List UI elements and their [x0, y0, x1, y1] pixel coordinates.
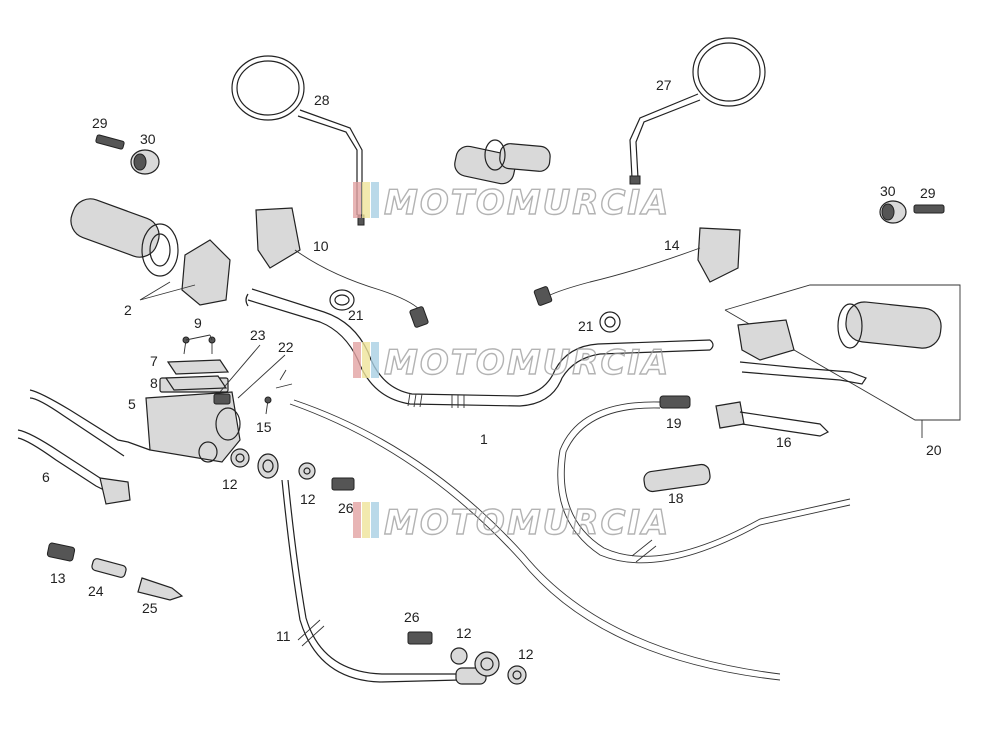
washer-12c	[450, 647, 468, 665]
screws-9	[182, 336, 216, 355]
watermark-stripe	[362, 502, 370, 538]
label-14: 14	[664, 237, 680, 253]
washer-12a	[230, 448, 250, 468]
mirror-left	[231, 55, 365, 226]
switch-10	[255, 207, 429, 328]
watermark-bottom: MOTOMURCIA	[353, 502, 670, 544]
label-12-c: 12	[456, 625, 472, 641]
label-10: 10	[313, 238, 329, 254]
label-28: 28	[314, 92, 330, 108]
label-8: 8	[150, 375, 158, 391]
bolt-29-right	[913, 204, 945, 214]
left-grip-assembly-2	[70, 198, 231, 306]
watermark-top: MOTOMURCIA	[353, 182, 670, 224]
washer-12b	[298, 462, 316, 480]
mirror-right	[629, 37, 766, 185]
label-23: 23	[250, 327, 266, 343]
part-25	[137, 577, 184, 601]
watermark-mid: MOTOMURCIA	[353, 342, 670, 384]
label-30-left: 30	[140, 131, 156, 147]
label-13: 13	[50, 570, 66, 586]
watermark-text: MOTOMURCIA	[384, 343, 670, 383]
adjuster-18	[643, 463, 711, 493]
label-11: 11	[276, 628, 291, 644]
label-15: 15	[256, 419, 272, 435]
bar-end-weight-30-right	[879, 200, 907, 224]
watermark-stripe	[353, 182, 361, 218]
cover-7	[166, 359, 230, 375]
label-18: 18	[668, 490, 684, 506]
part-labels: 28 27 29 30 30 29 10 14 2 21 21 9 23 22 …	[42, 77, 942, 662]
leader-lines	[185, 334, 923, 438]
brake-lever-6	[17, 389, 151, 505]
bolt-26b	[407, 631, 433, 645]
bolt-26a	[331, 477, 355, 491]
washer-12d	[507, 665, 527, 685]
clutch-cable-19	[557, 395, 851, 564]
bar-end-weight-30-left	[130, 149, 160, 175]
label-19: 19	[666, 415, 682, 431]
grips-center	[454, 139, 551, 185]
banjo-fitting	[257, 453, 279, 479]
label-12-b: 12	[300, 491, 316, 507]
label-29-right: 29	[920, 185, 936, 201]
assembly-20	[724, 284, 961, 421]
handlebar-1	[245, 288, 714, 408]
label-1: 1	[480, 431, 488, 447]
watermark-stripe	[362, 182, 370, 218]
part-24	[91, 558, 127, 578]
banjo-fitting-2	[474, 651, 500, 677]
watermark-stripe	[371, 342, 379, 378]
screw-15	[264, 396, 272, 415]
bolt-29-left	[95, 134, 125, 150]
watermark-stripe	[371, 182, 379, 218]
label-29-left: 29	[92, 115, 108, 131]
label-2: 2	[124, 302, 132, 318]
switch-14	[533, 227, 741, 306]
label-27: 27	[656, 77, 672, 93]
watermark-text: MOTOMURCIA	[384, 183, 670, 223]
label-12-a: 12	[222, 476, 238, 492]
watermark-stripe	[353, 342, 361, 378]
label-6: 6	[42, 469, 50, 485]
label-7: 7	[150, 353, 158, 369]
label-21-right: 21	[578, 318, 594, 334]
watermark-stripe	[353, 502, 361, 538]
label-20: 20	[926, 442, 942, 458]
label-16: 16	[776, 434, 792, 450]
clamp-21-left	[329, 289, 355, 311]
gasket-8	[164, 375, 228, 391]
label-9: 9	[194, 315, 202, 331]
clamp-21-right	[599, 311, 621, 333]
watermark-text: MOTOMURCIA	[384, 503, 670, 543]
part-22	[275, 369, 293, 389]
label-22: 22	[278, 339, 294, 355]
label-26-a: 26	[338, 500, 354, 516]
watermark-stripe	[371, 502, 379, 538]
label-21-left: 21	[348, 307, 364, 323]
master-cylinder-5	[145, 377, 241, 463]
throttle-cable	[289, 399, 781, 681]
label-24: 24	[88, 583, 104, 599]
label-12-d: 12	[518, 646, 534, 662]
clutch-lever-16	[715, 401, 830, 437]
label-30-right: 30	[880, 183, 896, 199]
part-23	[213, 393, 231, 405]
label-25: 25	[142, 600, 158, 616]
part-13	[46, 542, 76, 562]
label-26-b: 26	[404, 609, 420, 625]
label-5: 5	[128, 396, 136, 412]
watermark-stripe	[362, 342, 370, 378]
